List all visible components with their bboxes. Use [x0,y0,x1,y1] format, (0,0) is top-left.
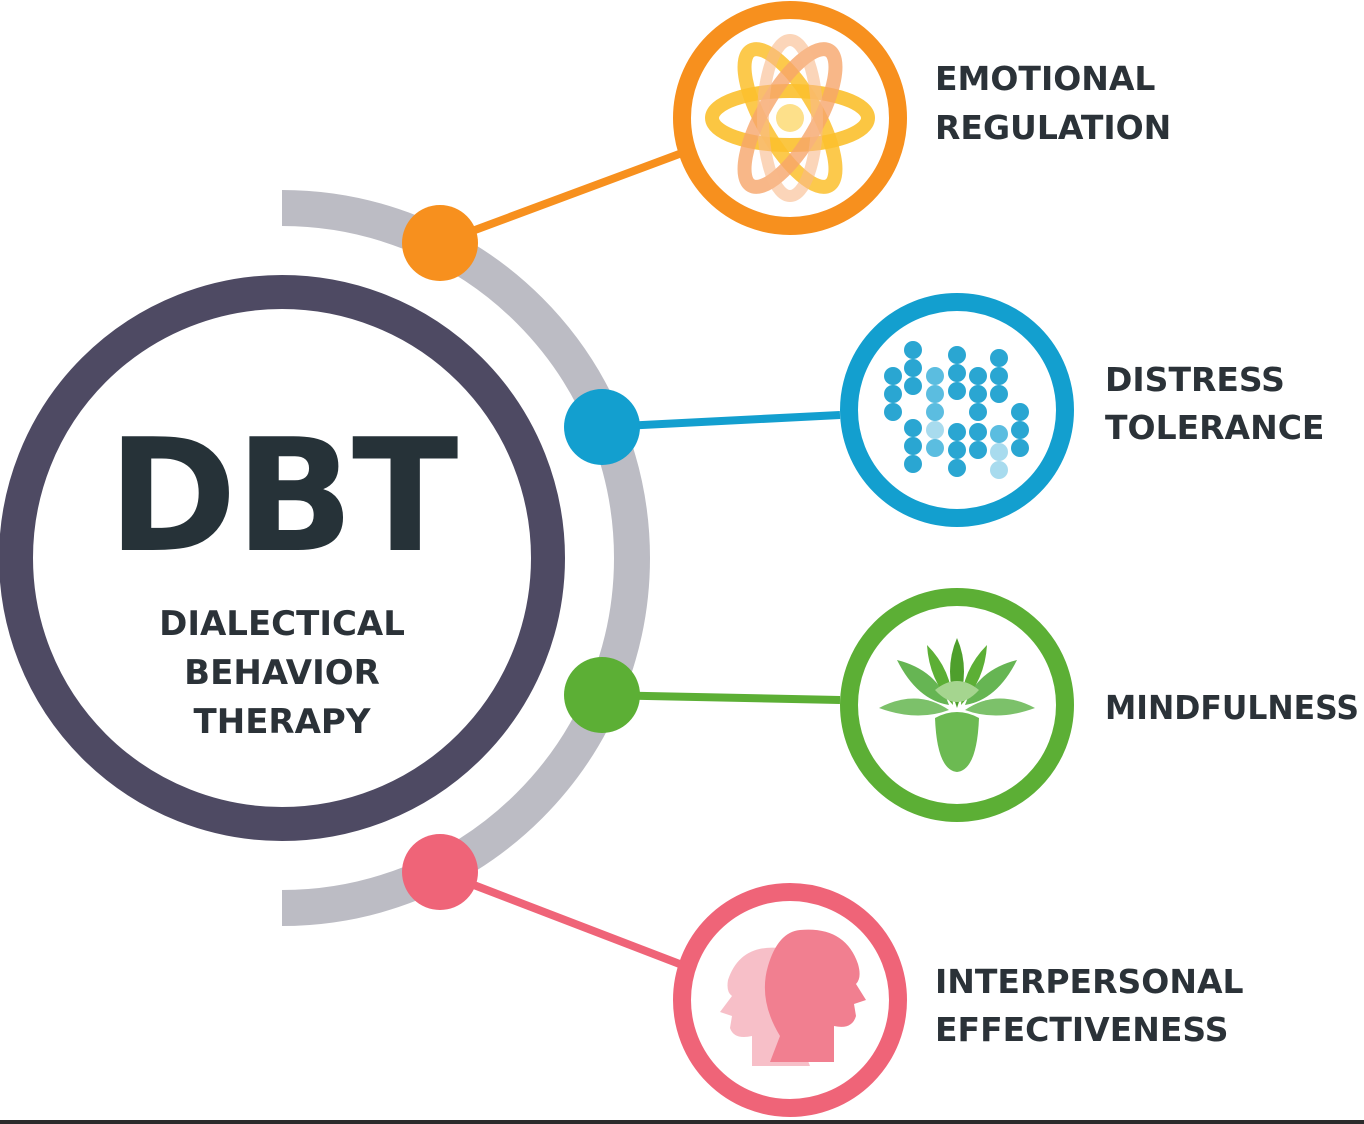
interpersonal-effectiveness-badge [673,883,907,1117]
connector-emotional-regulation [438,146,692,247]
label-mindfulness: MINDFULNESS [1105,688,1359,727]
dbt-subtitle-line1: DIALECTICAL [159,604,405,644]
node-emotional-regulation [402,205,478,281]
emotional-regulation-badge [673,1,907,235]
dbt-subtitle-line3: THERAPY [194,702,371,742]
label-interpersonal-effectiveness-line1: INTERPERSONAL [935,962,1244,1001]
label-interpersonal-effectiveness-line2: EFFECTIVENESS [935,1010,1228,1049]
connector-mindfulness [601,691,841,704]
dots-pattern-icon [884,341,1029,479]
lotus-icon [879,638,1035,772]
label-emotional-regulation-line1: EMOTIONAL [935,59,1155,98]
connector-distress-tolerance [601,411,841,431]
bottom-border [0,1120,1364,1124]
label-distress-tolerance-line1: DISTRESS [1105,360,1285,399]
two-faces-icon [720,929,866,1066]
node-distress-tolerance [564,389,640,465]
atom-icon [705,34,875,202]
node-mindfulness [564,657,640,733]
center-ring [0,275,565,841]
dbt-acronym: DBT [108,405,458,587]
label-distress-tolerance-line2: TOLERANCE [1105,408,1324,447]
connector-interpersonal-effectiveness [438,868,692,972]
label-emotional-regulation-line2: REGULATION [935,108,1171,147]
node-interpersonal-effectiveness [402,834,478,910]
mindfulness-badge [840,588,1074,822]
dbt-subtitle-line2: BEHAVIOR [184,653,380,693]
distress-tolerance-badge [840,293,1074,527]
